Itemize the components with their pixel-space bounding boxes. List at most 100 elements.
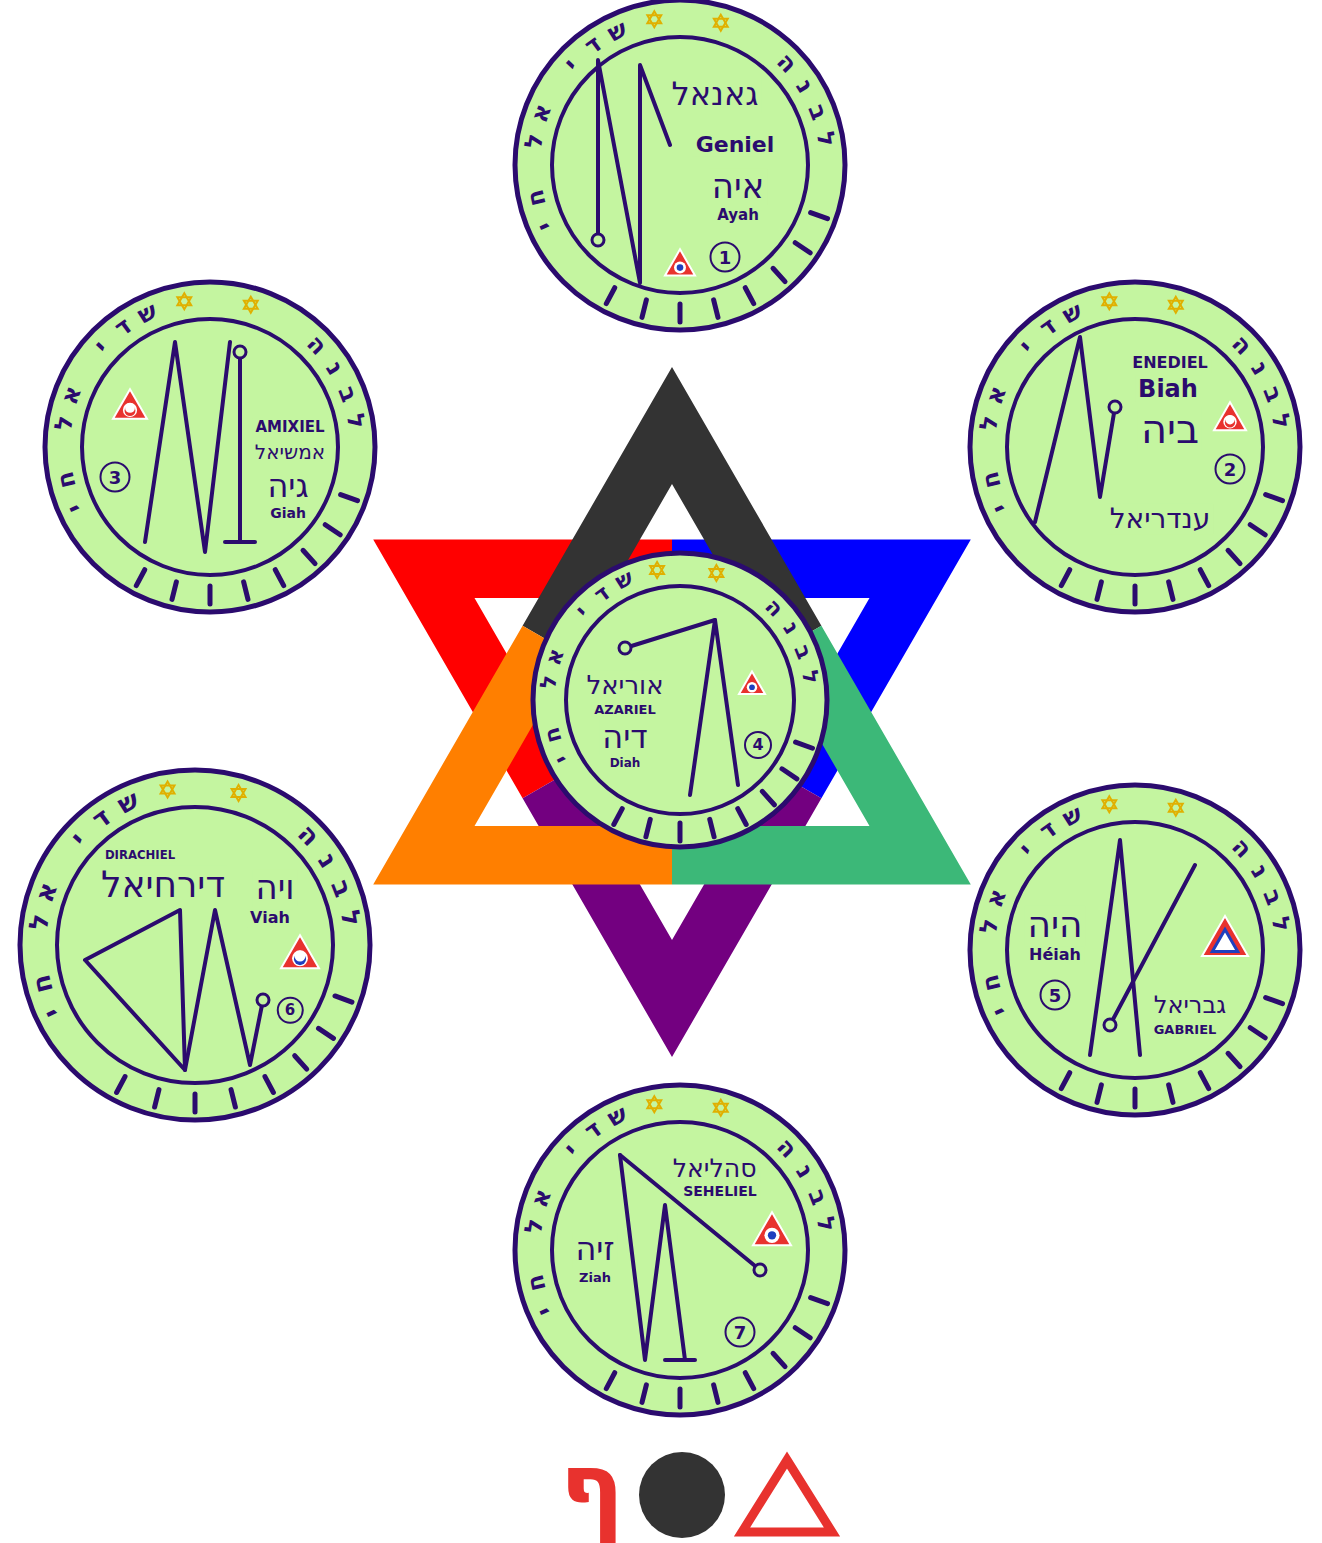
emblem-circle [747,682,757,692]
seal-disc: לבנה שדי אל חיהיהHéiah5גבריאלGABRIEL [967,782,1303,1118]
seal-number: 4 [744,731,772,759]
ring-glyph [614,809,622,825]
seal-name: איה [709,168,768,205]
inscription-letter: ש [1059,298,1086,327]
seal-drawing [530,550,830,850]
ring-glyph [275,570,283,586]
seal-name: GABRIEL [1151,1023,1220,1037]
inscription-letter: ל [521,132,547,150]
triangle-emblem [665,249,695,275]
star-symbol [714,19,728,31]
seal-name: דיה [599,720,651,755]
star-symbol [177,297,191,309]
inscription-letter: ה [1228,331,1257,359]
inscription-letter: ש [604,16,631,45]
seal-disc: לבנה שדי אל חיENEDIELBiahביה2ענדריאל [967,279,1303,615]
inscription-letter: ד [88,803,116,833]
seal-name: Biah [1135,376,1201,402]
seal-rim [515,1085,845,1415]
inscription-letter: ד [1035,314,1061,342]
inscription-letter: ה [303,331,332,359]
emblem-dot [768,1231,776,1239]
ring-glyph [738,809,746,825]
inscription-letter: ח [540,724,565,744]
sigil-end [619,642,631,654]
inscription-letter: ל [798,669,822,686]
seal-name: ענדריאל [1107,504,1214,535]
seal-number: 5 [1040,980,1071,1011]
ring-glyph [1061,570,1069,586]
emblem-circle [674,262,686,274]
seal-inner-ring [1007,822,1263,1078]
seal-rim [20,770,370,1120]
seal-name: אוריאל [583,671,666,700]
inscription-letter: ב [804,1185,832,1207]
ring-glyph [773,268,785,281]
inscription-letter: י [1015,839,1037,860]
inscription-letter: א [527,1186,556,1211]
inscription-letter: ל [336,908,364,928]
inscription-letter: ל [25,912,53,931]
sigil-line [238,352,242,542]
seal-drawing [17,767,373,1123]
seal-group [45,282,375,612]
inscription-letter: ב [1259,885,1287,907]
ring-glyph [208,586,213,604]
seal-number: 6 [277,997,304,1024]
sigil-line [625,620,715,648]
inscription-letter: א [31,878,62,905]
inscription-letter: ב [1259,382,1287,404]
ring-glyph [606,1373,614,1389]
ring-glyph [714,1385,718,1402]
seal-inner-ring [552,1122,808,1378]
inscription-letter: נ [1247,860,1273,882]
seal-inner-ring [1007,319,1263,575]
star-symbol [647,1100,661,1112]
inscription-letter: י [63,500,88,516]
seal-number: 7 [725,1317,756,1348]
ring-glyph [244,582,248,599]
inscription-letter: ל [976,917,1002,935]
sigil-end [1104,1019,1116,1031]
inscription-letter: נ [779,618,803,638]
inscription-letter: ה [1228,834,1257,862]
seal-name: Ayah [714,207,762,224]
ring-glyph [319,1028,334,1038]
inscription-letter: ש [114,786,143,818]
inscription-letter: ח [977,470,1004,491]
emblem-moon-cut [295,951,306,962]
inscription-letter: נ [1247,357,1273,379]
seal-drawing [967,782,1303,1118]
inscription-letter: א [982,383,1011,408]
emblem-inner-triangle [1212,930,1237,952]
inscription-letter: ה [773,49,802,77]
ring-glyph [1228,550,1240,563]
ring-inscription: לבנה שדי אל חי [530,550,830,850]
star-symbol [1102,800,1116,812]
seal-name: גאנאל [669,77,762,112]
triangle-outline [742,1460,832,1532]
ring-glyph [1266,998,1283,1004]
triangle-emblem [753,1212,791,1245]
ring-glyph [1250,525,1265,535]
ring-glyph [795,243,810,253]
ring-inscription: לבנה שדי אל חי [967,279,1303,615]
seal-rim [970,282,1300,612]
seal-name: סהליאל [670,1155,760,1183]
seal-name: Giah [267,506,309,521]
ring-glyph [1133,1089,1138,1107]
sigil-line [620,1155,760,1270]
seal-name: גיה [264,469,311,504]
inscription-letter: ד [110,314,136,342]
seal-number: 1 [710,242,741,273]
seal-name: DIRACHIEL [102,849,178,862]
ring-glyph [1097,582,1101,599]
inscription-letter: נ [792,75,818,97]
inscription-letter: ח [522,1273,549,1294]
ring-glyph [1169,582,1173,599]
inscription-letter: י [988,1003,1013,1019]
seal-name: Geniel [693,133,778,157]
inscription-letter: ה [773,1134,802,1162]
sigil-line [598,60,670,283]
